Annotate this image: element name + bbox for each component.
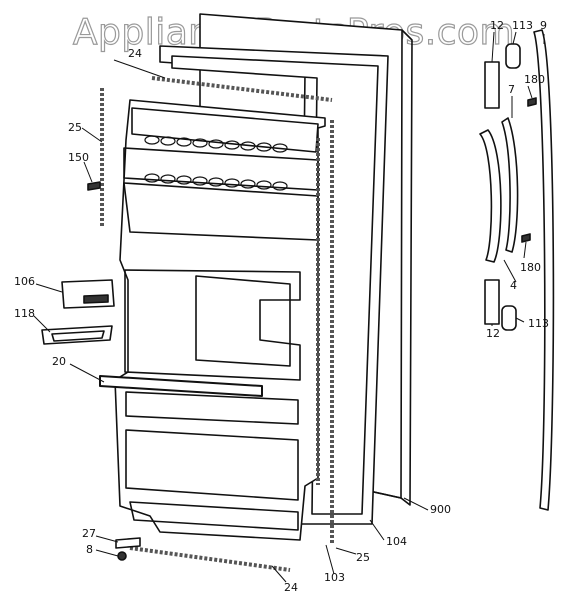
label-8: 8 xyxy=(86,543,93,556)
label-12-top: 12 xyxy=(490,19,504,32)
label-900: 900 xyxy=(430,503,451,516)
label-150: 150 xyxy=(68,151,89,164)
label-24-bottom: 24 xyxy=(284,581,298,594)
handle-screw-upper xyxy=(527,97,537,107)
label-20: 20 xyxy=(52,355,66,368)
label-25-bottom: 25 xyxy=(356,551,370,564)
label-103: 103 xyxy=(324,571,345,584)
gasket-strips xyxy=(100,76,334,572)
label-180-top: 180 xyxy=(524,73,545,86)
egg-shelf-upper xyxy=(144,135,288,153)
egg-shelf-lower xyxy=(144,173,288,191)
label-104: 104 xyxy=(386,535,407,548)
label-7: 7 xyxy=(508,83,515,96)
shelf-bar xyxy=(99,375,263,397)
label-113-bottom: 113 xyxy=(528,317,549,330)
butter-compartment-door xyxy=(61,279,115,309)
hinge-plate xyxy=(115,537,141,549)
handle-screw-lower xyxy=(521,233,531,243)
label-24-top: 24 xyxy=(128,47,142,60)
label-113-top: 113 xyxy=(512,19,533,32)
mounting-bracket-upper xyxy=(484,61,500,109)
screw xyxy=(87,181,101,191)
handle xyxy=(501,117,519,253)
label-25-left: 25 xyxy=(68,121,82,134)
label-12-bottom: 12 xyxy=(486,327,500,340)
handle-bar xyxy=(479,129,502,263)
door-liner xyxy=(114,99,326,541)
label-106: 106 xyxy=(14,275,35,288)
label-27: 27 xyxy=(82,527,96,540)
label-180-bottom: 180 xyxy=(520,261,541,274)
hinge-screw xyxy=(117,551,127,561)
label-118: 118 xyxy=(14,307,35,320)
label-4: 4 xyxy=(510,279,517,292)
mounting-bracket-lower xyxy=(484,279,500,325)
butter-tray xyxy=(41,325,113,345)
end-cap-lower xyxy=(501,305,517,331)
label-9: 9 xyxy=(540,19,547,32)
handle-trim xyxy=(533,29,555,511)
leader-lines xyxy=(33,31,545,583)
end-cap-upper xyxy=(505,43,521,69)
